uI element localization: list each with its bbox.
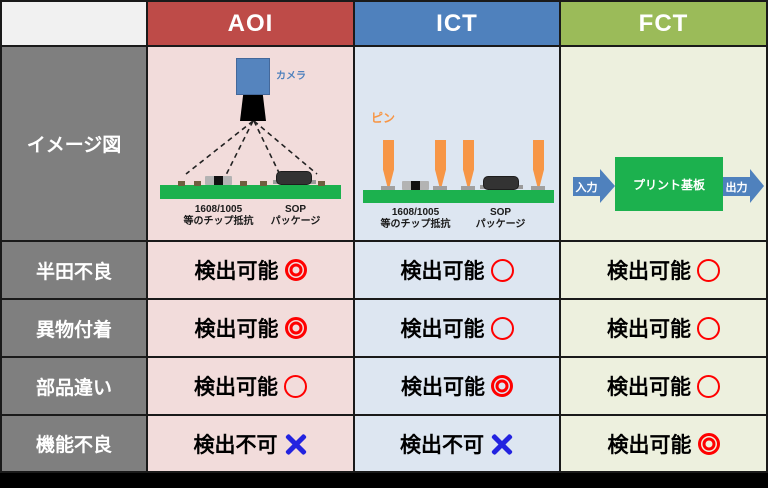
sop-component: [276, 171, 312, 185]
result-text: 検出可能: [607, 260, 691, 283]
probe-contact-pad: [531, 186, 545, 190]
result-cell-solder-aoi: 検出可能: [148, 242, 353, 298]
sop-label: SOP パッケージ: [475, 207, 526, 230]
pin-label: ピン: [371, 111, 396, 125]
row-label-image: イメージ図: [2, 47, 146, 240]
sop-leg: [517, 185, 523, 189]
solder-pad: [318, 181, 325, 186]
circle-mark-icon: [697, 374, 720, 398]
result-text: 検出可能: [607, 318, 691, 341]
result-cell-solder-ict: 検出可能: [355, 242, 559, 298]
result-cell-solder-fct: 検出可能: [561, 242, 766, 298]
chip-core: [411, 181, 420, 190]
output-arrow-head-icon: [750, 169, 764, 203]
double-circle-mark-icon: [284, 259, 307, 281]
result-cell-function-fct: 検出可能: [561, 416, 766, 471]
result-text: 検出不可: [193, 433, 278, 457]
circle-mark-icon: [490, 316, 514, 340]
chip-label: 1608/1005 等のチップ抵抗: [380, 207, 451, 230]
double-circle-mark-icon: [697, 432, 720, 455]
result-text: 検出不可: [400, 433, 484, 457]
pcb-bar: [363, 190, 554, 203]
result-text: 検出可能: [401, 376, 485, 399]
circle-mark-icon: [697, 316, 720, 340]
probe-contact-pad: [461, 186, 475, 190]
circle-mark-icon: [490, 258, 514, 282]
chip-core: [214, 176, 223, 185]
result-cell-wrongpart-fct: 検出可能: [561, 358, 766, 414]
camera-rays: [185, 120, 318, 180]
probe-contact-pad: [381, 186, 395, 190]
result-cell-foreign-ict: 検出可能: [355, 300, 559, 356]
diagram-aoi: カメラ 1608/1005 等のチップ抵抗 SOP パッケージ: [148, 47, 353, 240]
input-arrow: 入力: [573, 177, 600, 196]
camera-lens-icon: [240, 95, 266, 121]
input-arrow-label: 入力: [575, 181, 598, 194]
result-cell-function-aoi: 検出不可: [148, 416, 353, 471]
output-arrow: 出力: [723, 177, 750, 196]
result-text: 検出可能: [607, 376, 691, 399]
result-text: 検出可能: [194, 318, 279, 341]
sop-component: [483, 176, 519, 190]
result-text: 検出可能: [400, 260, 485, 283]
result-text: 検出可能: [194, 376, 278, 399]
result-cell-wrongpart-ict: 検出可能: [355, 358, 559, 414]
output-arrow-label: 出力: [725, 181, 748, 194]
result-text: 検出可能: [400, 318, 485, 341]
solder-pad: [240, 181, 247, 186]
double-circle-mark-icon: [284, 317, 307, 339]
camera-icon: [236, 58, 270, 95]
probe-pin-icon: [435, 140, 446, 191]
chip-label: 1608/1005 等のチップ抵抗: [183, 204, 254, 227]
probe-pin-icon: [383, 140, 394, 191]
camera-label: カメラ: [276, 71, 306, 82]
sop-leg: [310, 180, 316, 184]
result-text: 検出可能: [607, 433, 692, 457]
result-cell-wrongpart-aoi: 検出可能: [148, 358, 353, 414]
row-label-functional-defect: 機能不良: [2, 416, 146, 471]
probe-pin-icon: [533, 140, 544, 191]
row-label-foreign-matter: 異物付着: [2, 300, 146, 356]
solder-pad: [194, 181, 201, 186]
diagram-fct: 入力 プリント基板 出力: [561, 47, 766, 240]
column-header-aoi: AOI: [148, 2, 353, 45]
row-label-solder-defect: 半田不良: [2, 242, 146, 298]
result-cell-function-ict: 検出不可: [355, 416, 559, 471]
probe-contact-pad: [433, 186, 447, 190]
comparison-table: AOI ICT FCT イメージ図 カメラ 1608/1005 等のチップ抵抗 …: [0, 0, 768, 473]
solder-pad: [178, 181, 185, 186]
pcb-bar: [160, 185, 341, 199]
cross-mark-icon: [490, 432, 514, 456]
input-arrow-head-icon: [600, 169, 615, 203]
circle-mark-icon: [697, 258, 720, 282]
sop-label: SOP パッケージ: [270, 204, 321, 227]
cross-mark-icon: [284, 432, 308, 456]
column-header-ict: ICT: [355, 2, 559, 45]
result-text: 検出可能: [194, 260, 279, 283]
column-header-fct: FCT: [561, 2, 766, 45]
diagram-ict: ピン 1608/1005 等のチップ抵抗 SOP パッケージ: [355, 47, 559, 240]
solder-pad: [260, 181, 267, 186]
corner-cell: [2, 2, 146, 45]
row-label-wrong-component: 部品違い: [2, 358, 146, 414]
printed-board-label: プリント基板: [632, 177, 705, 192]
printed-board-box: プリント基板: [615, 157, 723, 211]
double-circle-mark-icon: [491, 375, 513, 397]
result-cell-foreign-aoi: 検出可能: [148, 300, 353, 356]
probe-pin-icon: [463, 140, 474, 191]
circle-mark-icon: [284, 374, 307, 398]
result-cell-foreign-fct: 検出可能: [561, 300, 766, 356]
